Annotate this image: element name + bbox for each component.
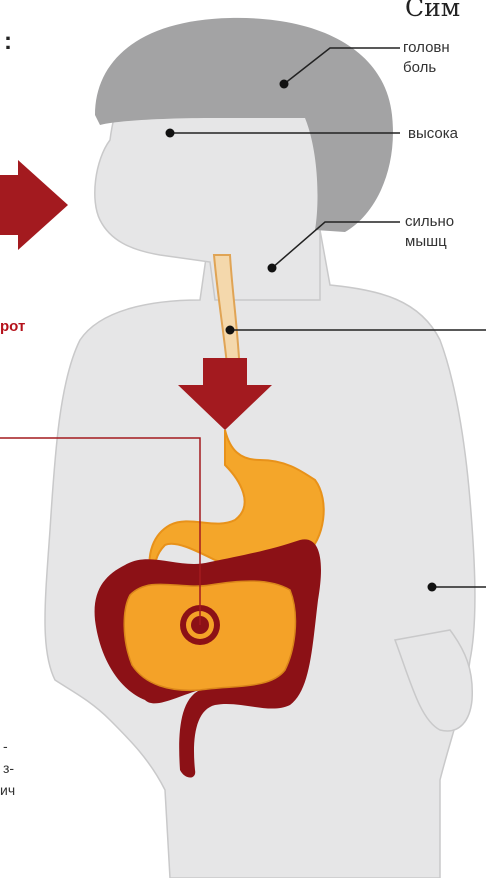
right-arrow-icon [0, 160, 68, 250]
left-small-line-1: - [3, 738, 8, 754]
page-title: Сим [405, 0, 460, 22]
headache-label-line1: головн [403, 38, 450, 57]
left-small-line-2: з- [3, 760, 14, 776]
neck-label-line1: сильно [405, 212, 454, 231]
fever-label: высока [408, 124, 458, 143]
left-red-fragment: рот [0, 318, 25, 335]
left-small-line-3: ич [0, 782, 15, 798]
headache-label-line2: боль [403, 58, 436, 77]
neck-label-line2: мышц [405, 232, 447, 251]
left-heading-fragment: : [4, 28, 12, 56]
